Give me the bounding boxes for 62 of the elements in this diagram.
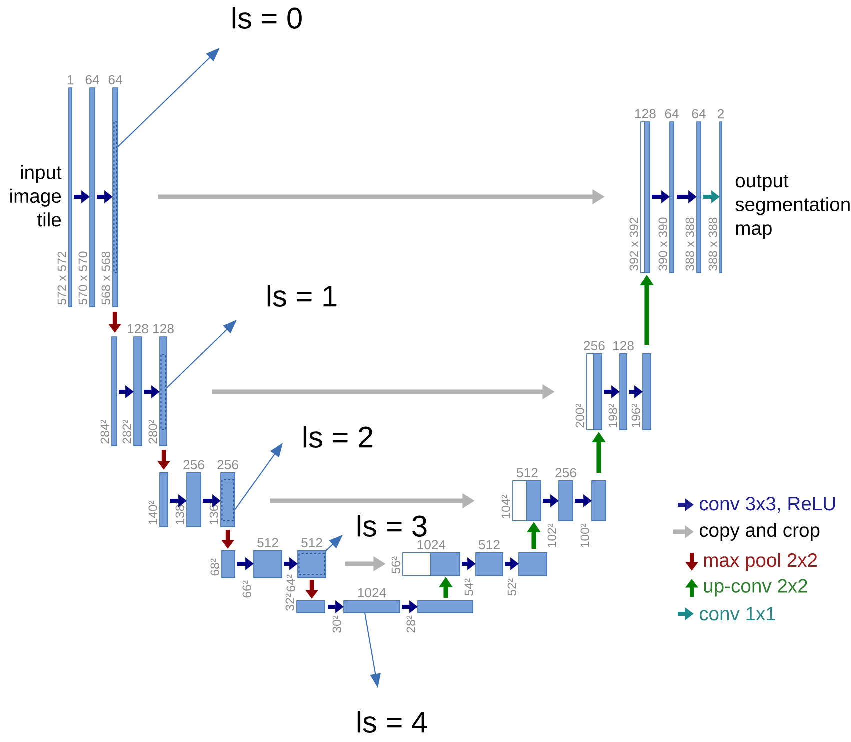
size-label: 572 x 572 [58,252,66,305]
size-label: 568 x 568 [102,252,110,305]
channel-label: 128 [128,324,148,334]
channel-label: 128 [635,109,656,119]
size-label: 140² [148,500,158,524]
size-label: 392 x 392 [630,218,638,271]
feature-map-bar [644,122,650,274]
channel-label: 64 [665,109,679,119]
channel-label: 64 [108,75,122,85]
size-label: 198² [608,404,618,428]
feature-map-bar [594,354,602,430]
layer-label: ls = 1 [268,285,337,307]
channel-label: 512 [302,538,322,548]
layer-label: ls = 2 [304,426,373,448]
size-label: 28² [406,616,416,633]
size-label: 66² [242,580,252,598]
legend-label: conv 1x1 [700,607,776,621]
channel-label: 512 [516,468,538,478]
size-label: 54² [464,578,474,596]
channel-label: 128 [614,341,634,351]
annotation-text: output segmentation map [736,175,850,239]
legend-label: max pool 2x2 [704,553,818,571]
channel-label: 1 [68,76,74,85]
legend-label: up-conv 2x2 [704,579,808,597]
size-label: 64² [286,574,296,592]
size-label: 284² [100,420,110,444]
size-label: 32² [286,594,294,611]
layer-label: ls = 3 [358,515,427,537]
channel-label: 64 [86,75,100,85]
size-label: 196² [632,404,640,428]
channel-label: 128 [154,324,174,334]
layer-label: ls = 4 [358,711,428,733]
size-label: 100² [580,524,590,548]
size-label: 282² [122,420,132,444]
annotation-text: input image tile [10,165,62,227]
size-label: 388 x 388 [708,218,718,271]
feature-map-bar [430,552,460,576]
size-label: 388 x 388 [686,218,694,271]
layer-label: ls = 0 [232,7,302,29]
channel-label: 1024 [418,540,446,550]
size-label: 280² [148,420,158,444]
channel-label: 64 [692,109,706,119]
size-label: 30² [332,616,342,633]
size-label: 56² [392,556,400,574]
legend-label: copy and crop [700,523,820,541]
size-label: 104² [502,494,510,518]
channel-label: 2 [718,109,724,119]
size-label: 200² [576,404,584,428]
feature-map-bar [526,480,542,522]
channel-label: 256 [584,341,605,351]
channel-label: 256 [218,460,238,470]
size-label: 390 x 390 [658,218,668,271]
size-label: 102² [548,524,556,548]
channel-label: 512 [258,538,278,548]
channel-label: 256 [184,460,204,470]
channel-label: 1024 [358,588,386,598]
channel-label: 256 [556,468,576,478]
size-label: 68² [210,558,220,576]
channel-label: 512 [479,540,500,550]
legend-label: conv 3x3, ReLU [700,497,836,513]
size-label: 570 x 570 [78,252,88,305]
size-label: 52² [508,578,516,596]
